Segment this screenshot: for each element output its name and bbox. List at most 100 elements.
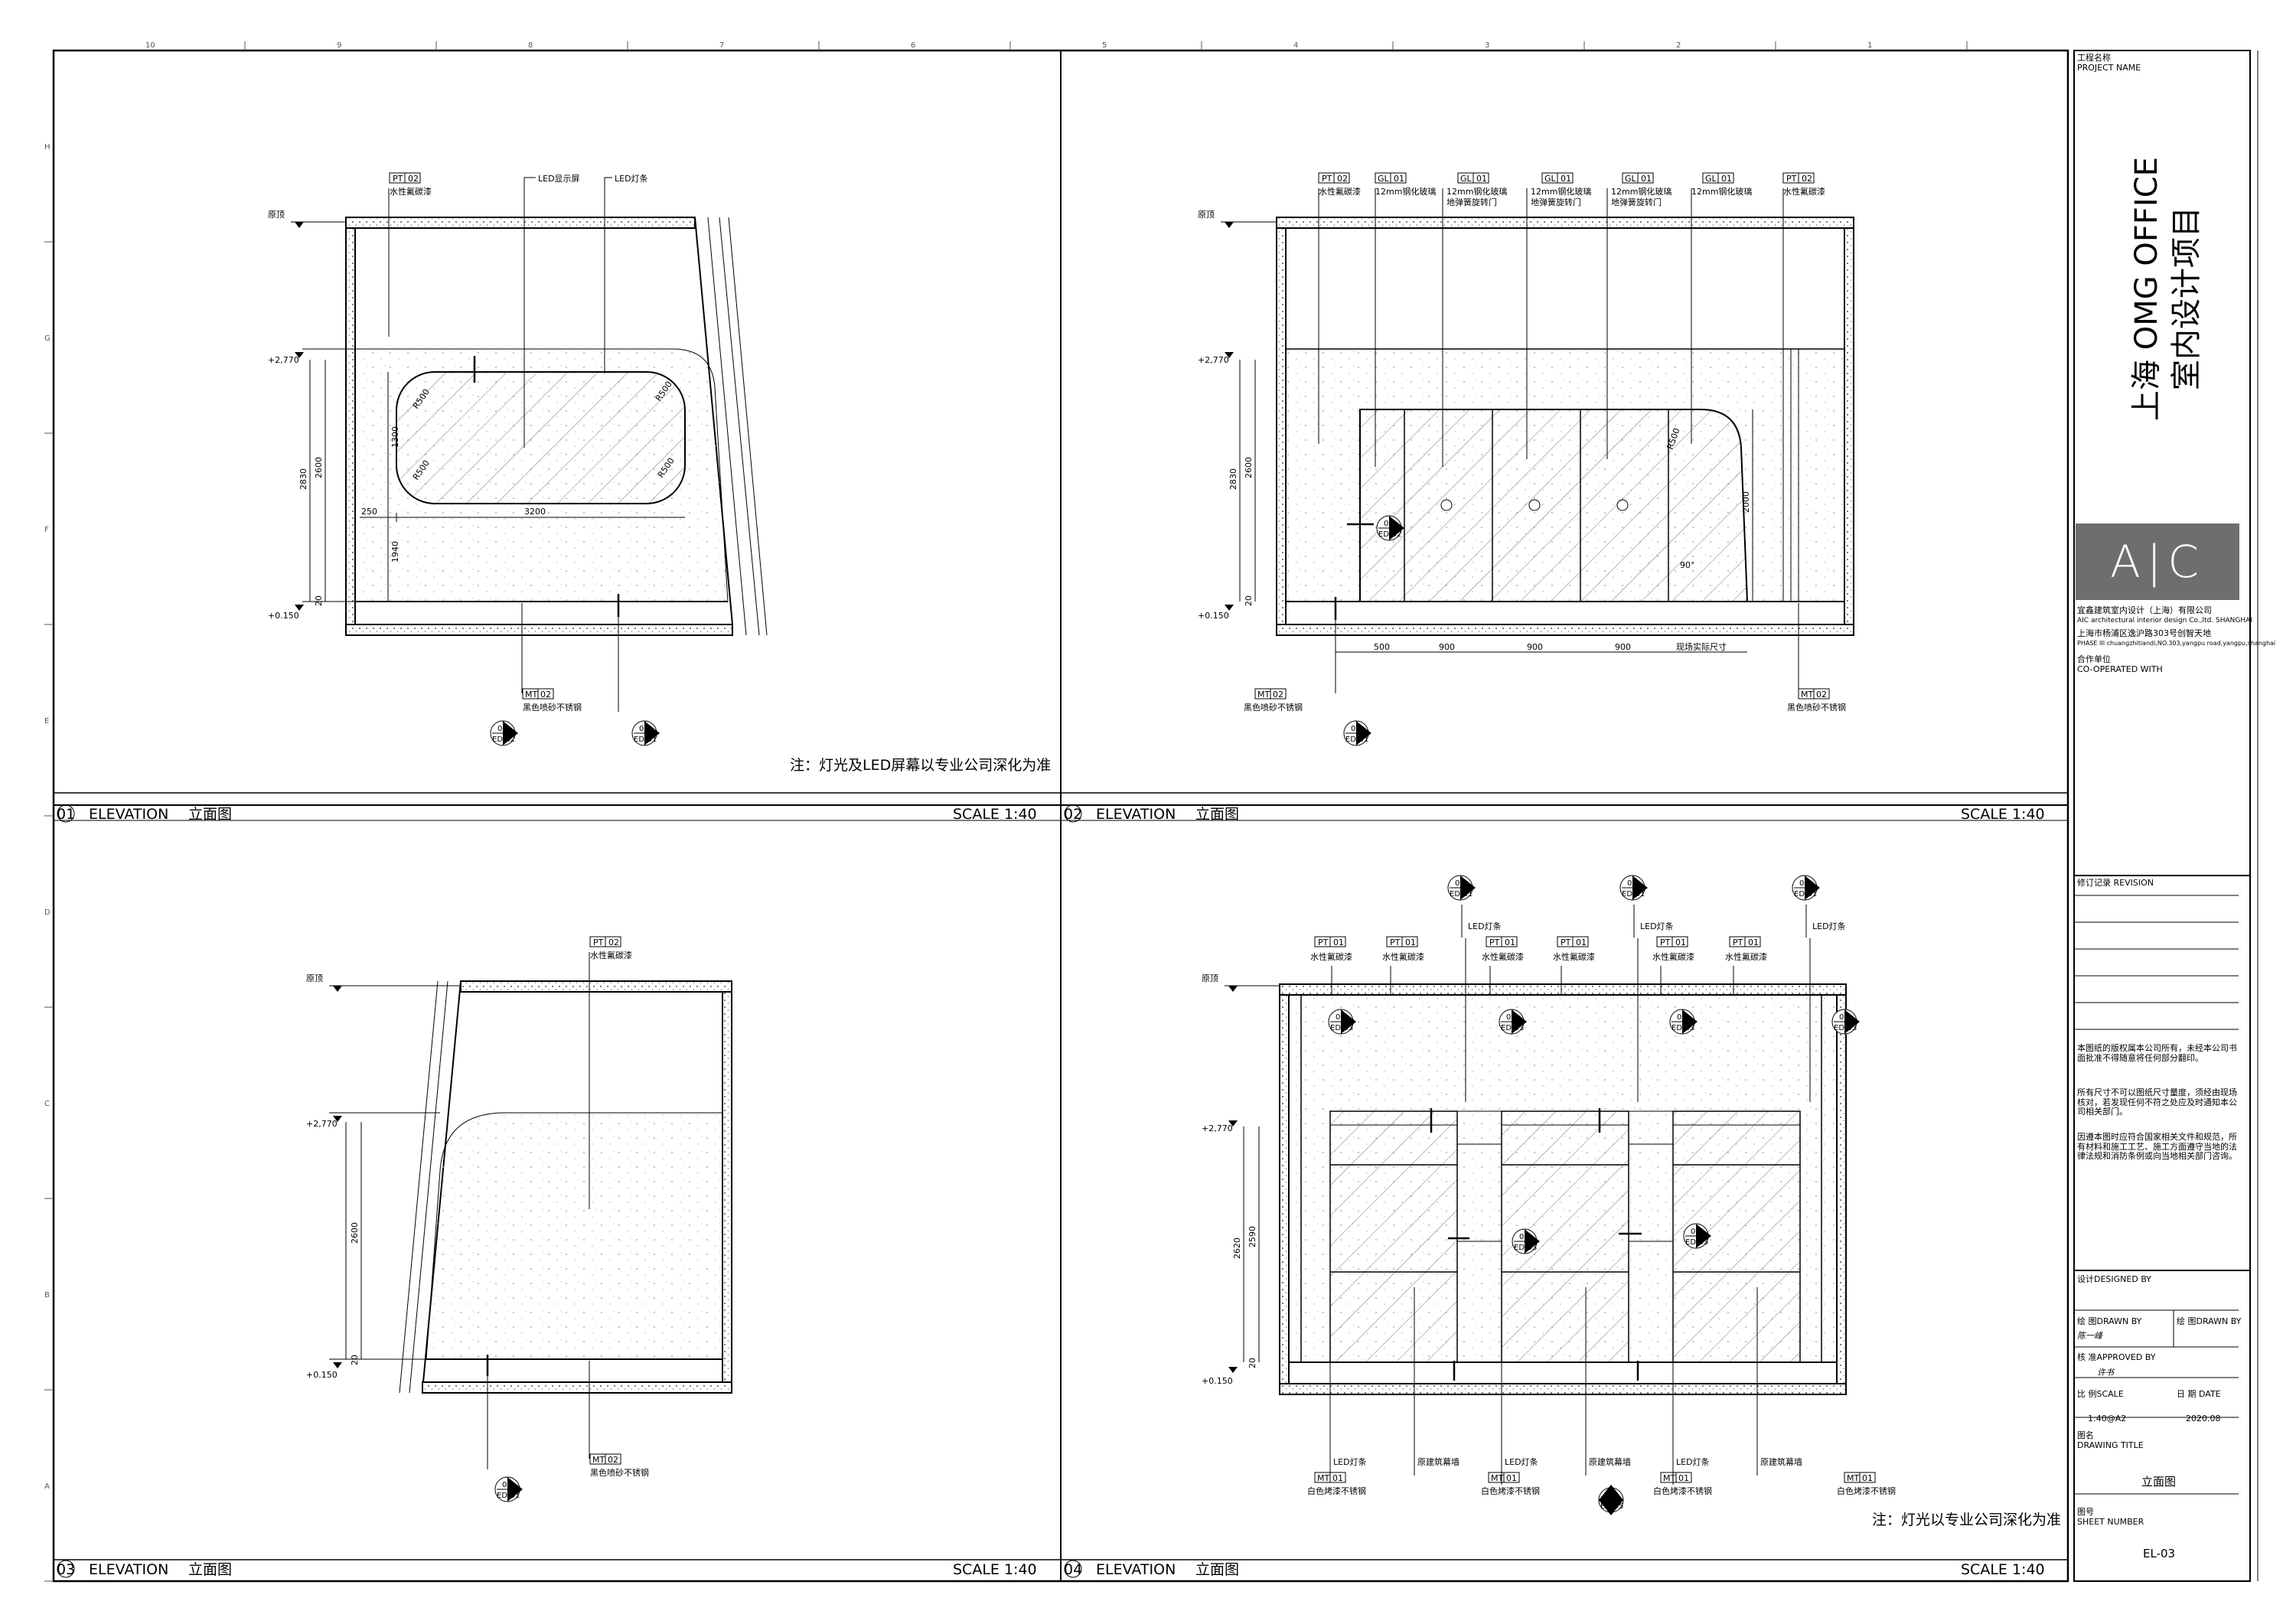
- project-title-line2: 室内设计项目: [2169, 207, 2204, 390]
- tag-code: MT: [1847, 1473, 1859, 1483]
- material-glass-door-2: 地弹簧旋转门: [1531, 197, 1581, 207]
- grid-row-label: E: [44, 717, 49, 726]
- panel-04-note: 注：灯光以专业公司深化为准: [1872, 1511, 2061, 1528]
- material-white-ss: 白色烤漆不锈钢: [1653, 1485, 1712, 1496]
- drawn-by-signature: 陈一峰: [2077, 1331, 2102, 1341]
- tag-code: GL: [1625, 174, 1637, 184]
- material-glass: 12mm钢化玻璃: [1375, 186, 1436, 197]
- drawn-by-label: 绘 图DRAWN BY: [2077, 1316, 2142, 1326]
- grid-col-label: 2: [1676, 41, 1681, 50]
- tag-code: MT: [525, 690, 537, 699]
- material-curtain-wall: 原建筑幕墙: [1589, 1456, 1631, 1467]
- callout-num: 01: [1336, 1013, 1345, 1022]
- panel-01-title-cn: 立面图: [188, 806, 232, 823]
- tag-num: 01: [1405, 938, 1416, 947]
- elevation-04: 原顶 +2,770 +0.150 2620 2590 20: [1202, 875, 1896, 1515]
- dim-500: 500: [1374, 642, 1390, 652]
- sheet-number-value: EL-03: [2143, 1547, 2176, 1560]
- drawing-title-value: 立面图: [2141, 1475, 2177, 1489]
- coop-label-cn: 合作单位: [2077, 654, 2111, 664]
- dim-20: 20: [350, 1355, 360, 1365]
- tag-code: PT: [1786, 174, 1797, 184]
- dim-20: 20: [1247, 1358, 1257, 1368]
- tag-num: 01: [1561, 174, 1571, 184]
- panel-03-number: 03: [57, 1561, 75, 1578]
- tag-code: GL: [1378, 174, 1390, 184]
- grid-col-label: 10: [145, 41, 155, 50]
- level-2770-label: +2,770: [1202, 1123, 1233, 1133]
- tag-num: 01: [1641, 174, 1652, 184]
- dim-2600: 2600: [314, 457, 324, 478]
- panel-03-title: ELEVATION: [89, 1561, 168, 1578]
- callout-num: 04: [502, 1481, 512, 1489]
- tag-code: PT: [593, 938, 604, 947]
- dim-900: 900: [1439, 642, 1455, 652]
- material-white-ss: 白色烤漆不锈钢: [1837, 1485, 1896, 1496]
- scale-label: 比 例SCALE: [2077, 1389, 2124, 1399]
- dim-20: 20: [314, 595, 324, 606]
- tag-num: 02: [608, 938, 619, 947]
- section-callouts: 01 ED-02 04 ED-01: [490, 720, 660, 746]
- callout-num: 02: [1627, 879, 1637, 888]
- callout-num: 01: [1677, 1013, 1687, 1022]
- title-block-rules: [2074, 875, 2250, 1495]
- tag-num: 01: [1476, 174, 1487, 184]
- callout-num: 02: [1606, 1492, 1616, 1500]
- grid-col-label: 5: [1102, 41, 1107, 50]
- tag-num: 01: [1748, 938, 1759, 947]
- material-water-paint: 水性氟碳漆: [1553, 951, 1595, 962]
- dim-3200: 3200: [524, 507, 546, 517]
- panel-02-title: ELEVATION: [1096, 806, 1176, 823]
- wall-section: [345, 217, 768, 636]
- grid-row-label: B: [44, 1291, 50, 1300]
- note-regulations: 因遵本图时应符合国家相关文件和规范，所有材料和施工工艺、施工方面遵守当地的法律法…: [2077, 1132, 2237, 1162]
- project-label-cn: 工程名称: [2077, 53, 2111, 63]
- callout-num: 02: [1799, 879, 1809, 888]
- material-led-screen: LED显示屏: [538, 174, 580, 184]
- tag-code: GL: [1460, 174, 1473, 184]
- callout-sheet: ED-01: [497, 1492, 520, 1500]
- level-markers: 原顶 +2,770 +0.150: [268, 210, 346, 621]
- material-water-paint: 水性氟碳漆: [390, 186, 432, 197]
- callout-sheet: ED-01: [1345, 735, 1368, 744]
- level-0150-label: +0.150: [306, 1370, 338, 1380]
- callout-sheet: ED-01: [1794, 890, 1817, 898]
- drawing-title-label-cn: 图名: [2077, 1430, 2094, 1440]
- grid-row-label: D: [44, 908, 51, 917]
- date-value: 2020.08: [2186, 1414, 2221, 1423]
- callout-sheet: ED-01: [1450, 890, 1473, 898]
- note-copyright: 本图纸的版权属本公司所有，未经本公司书面批准不得随意将任何部分翻印。: [2077, 1043, 2237, 1063]
- callout-sheet: ED-02: [1378, 530, 1401, 539]
- panel-04-title: ELEVATION: [1096, 1561, 1176, 1578]
- panel-01-title: ELEVATION: [89, 806, 168, 823]
- panel-01-note: 注：灯光及LED屏幕以专业公司深化为准: [790, 757, 1051, 774]
- tag-code: PT: [1489, 938, 1500, 947]
- grid-col-label: 4: [1293, 41, 1298, 50]
- callout-num: 01: [1839, 1013, 1849, 1022]
- panel-03-title-cn: 立面图: [188, 1561, 232, 1578]
- grid-col-label: 7: [719, 41, 724, 50]
- grid-row-label: H: [44, 143, 51, 152]
- note-dimensions: 所有尺寸不可以图纸尺寸量度，须经由现场核对，若发现任何不符之处应及时通知本公司相…: [2077, 1088, 2237, 1117]
- level-ceiling-label: 原顶: [1198, 210, 1215, 220]
- material-led-strip: LED灯条: [1640, 921, 1674, 931]
- tag-num: 02: [1816, 690, 1827, 699]
- tag-code: MT: [1663, 1473, 1675, 1483]
- sheet-frame: [52, 49, 2258, 1583]
- dim-20: 20: [1244, 595, 1254, 606]
- glass-modules: [1329, 1110, 1801, 1363]
- callout-sheet: ED-03: [1501, 1024, 1524, 1032]
- tag-num: 02: [540, 690, 551, 699]
- callout-num: 04: [639, 725, 649, 733]
- material-led-strip: LED灯条: [1333, 1456, 1367, 1467]
- dim-2590: 2590: [1247, 1226, 1257, 1247]
- callout-sheet: ED-01: [634, 735, 657, 744]
- tag-code: PT: [1660, 938, 1671, 947]
- callout-num: 02: [1519, 1233, 1529, 1241]
- material-glass-door: 12mm钢化玻璃: [1611, 186, 1671, 197]
- project-title-line1: 上海 OMG OFFICE: [2129, 157, 2164, 421]
- callout-sheet: ED-03: [1834, 1024, 1857, 1032]
- dim-2620: 2620: [1232, 1238, 1242, 1259]
- panel-02-scale: SCALE 1:40: [1961, 806, 2045, 823]
- callout-num: 02: [1691, 1228, 1701, 1236]
